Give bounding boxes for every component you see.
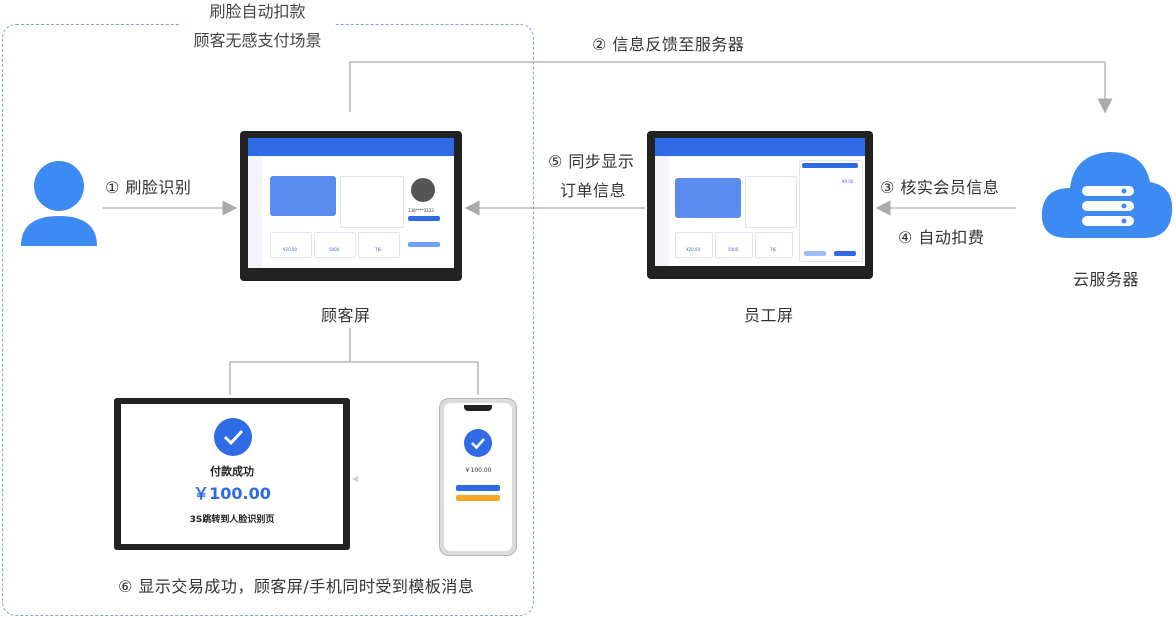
staff-ui-stat-box-2: 5000	[715, 232, 753, 258]
success-title: 付款成功	[210, 465, 254, 478]
customer-ui-stat-box-2: 5000	[314, 232, 356, 258]
customer-ui-header	[248, 138, 454, 156]
scenario-group-title: 刷脸自动扣款 顾客无感支付场景	[180, 0, 335, 52]
cloud-server-icon	[1040, 146, 1174, 240]
customer-ui-info-panel	[340, 176, 404, 228]
customer-ui-amount-3: 7折	[375, 247, 382, 252]
staff-ui-stat-box-3: 7折	[755, 232, 793, 258]
staff-ui-amount-1: ¥20.00	[686, 247, 700, 252]
staff-ui-header	[655, 138, 865, 156]
customer-ui-member-card	[270, 176, 336, 216]
customer-ui-stat-box-1: ¥20.00	[270, 232, 312, 258]
step-5-label-line1: ⑤ 同步显示	[548, 152, 635, 171]
customer-screen-display: ¥20.00 5000 7折 138****3333	[248, 138, 454, 268]
staff-ui-info-panel	[745, 176, 797, 228]
customer-ui-amount-2: 5000	[329, 247, 340, 252]
staff-ui-cancel-button[interactable]	[804, 251, 826, 256]
phone-check-icon	[464, 429, 492, 457]
staff-ui-member-card	[675, 178, 741, 218]
step-4-label: ④ 自动扣费	[898, 228, 985, 247]
success-redirect-note: 3S跳转到人脸识别页	[189, 515, 275, 525]
phone-primary-button[interactable]	[456, 485, 500, 491]
success-tablet: 付款成功 ￥100.00 3S跳转到人脸识别页	[114, 398, 350, 550]
success-tablet-display: 付款成功 ￥100.00 3S跳转到人脸识别页	[121, 404, 343, 544]
user-icon	[18, 158, 100, 246]
mobile-phone-screen: ￥100.00	[444, 403, 512, 551]
step-5-label-line2: 订单信息	[560, 181, 627, 200]
staff-ui-keypad[interactable]: ¥0.00	[799, 160, 863, 262]
staff-screen-label: 员工屏	[744, 306, 794, 325]
customer-screen-monitor: ¥20.00 5000 7折 138****3333	[240, 131, 462, 281]
staff-ui-confirm-button[interactable]	[834, 251, 856, 256]
phone-notch	[464, 405, 492, 411]
scenario-title-line1: 刷脸自动扣款	[209, 2, 306, 21]
mobile-phone: ￥100.00	[439, 398, 517, 556]
step-6-label: ⑥ 显示交易成功，顾客屏/手机同时受到模板消息	[118, 577, 475, 596]
customer-ui-input-button[interactable]	[408, 242, 440, 247]
staff-ui-keypad-tabs[interactable]	[802, 163, 858, 168]
staff-screen-display: ¥20.00 5000 7折 ¥0.00	[655, 138, 865, 266]
customer-ui-stat-box-3: 7折	[358, 232, 400, 258]
staff-ui-stat-box-1: ¥20.00	[675, 232, 713, 258]
customer-ui-sidebar	[248, 156, 262, 268]
cloud-server-label: 云服务器	[1073, 270, 1140, 289]
step-3-label: ③ 核实会员信息	[880, 178, 1000, 197]
customer-ui-member-no: 138****3333	[408, 208, 434, 213]
face-avatar	[411, 178, 435, 202]
customer-ui-amount-1: ¥20.00	[283, 247, 297, 252]
customer-ui-confirm-button[interactable]	[408, 216, 440, 221]
check-icon	[214, 418, 252, 456]
staff-ui-sidebar	[655, 156, 669, 266]
success-amount: ￥100.00	[193, 484, 271, 503]
staff-ui-total: ¥0.00	[842, 179, 854, 184]
step-1-label: ① 刷脸识别	[105, 178, 192, 197]
staff-screen-monitor: ¥20.00 5000 7折 ¥0.00	[647, 131, 873, 279]
step-2-label: ② 信息反馈至服务器	[592, 35, 745, 54]
phone-secondary-button[interactable]	[456, 495, 500, 501]
staff-ui-amount-2: 5000	[728, 247, 739, 252]
staff-ui-amount-3: 7折	[770, 247, 777, 252]
scenario-title-line2: 顾客无感支付场景	[193, 31, 322, 50]
customer-screen-label: 顾客屏	[321, 306, 371, 325]
phone-amount: ￥100.00	[464, 467, 492, 474]
